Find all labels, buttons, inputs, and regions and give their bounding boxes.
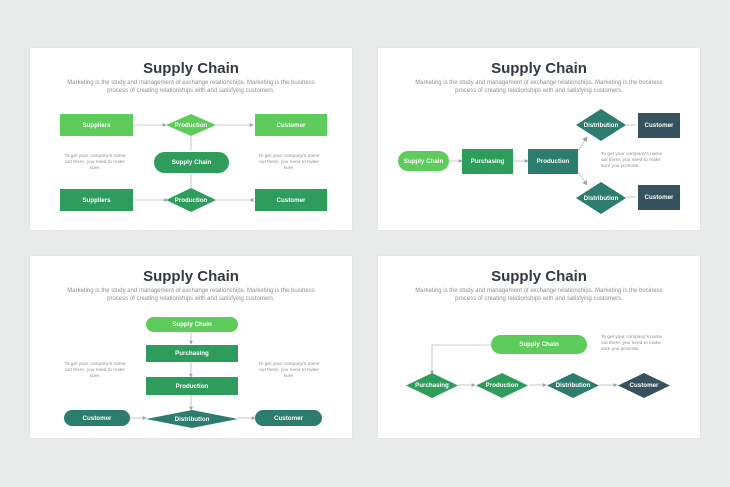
- slide-supply-chain-1: Supply Chain Marketing is the study and …: [30, 48, 352, 230]
- supply-chain-pill: Supply Chain: [146, 317, 238, 332]
- customer-box-top: Customer: [255, 114, 327, 136]
- note-right: To get your company's name out there, yo…: [258, 362, 320, 379]
- customer-diamond: Customer: [618, 373, 670, 398]
- slide-title: Supply Chain: [143, 268, 239, 285]
- slide-supply-chain-3: Supply Chain Marketing is the study and …: [30, 256, 352, 438]
- note-left: To get your company's name out there, yo…: [64, 154, 126, 171]
- slide-subtitle: Marketing is the study and management of…: [415, 288, 663, 302]
- customer-box-top: Customer: [638, 113, 680, 138]
- distribution-label: Distribution: [174, 415, 210, 423]
- suppliers-box-bottom: Suppliers: [60, 189, 133, 211]
- supply-chain-pill: Supply Chain: [154, 152, 229, 173]
- slide-title: Supply Chain: [143, 60, 239, 77]
- distribution-diamond: Distribution: [146, 410, 238, 428]
- production-box: Production: [528, 149, 578, 174]
- production-label: Production: [174, 196, 208, 204]
- note-right: To get your company's name out there, yo…: [258, 154, 320, 171]
- production-box: Production: [146, 377, 238, 395]
- production-label: Production: [174, 121, 208, 129]
- purchasing-diamond: Purchasing: [406, 373, 458, 398]
- note-left: To get your company's name out there, yo…: [64, 362, 126, 379]
- slide-subtitle: Marketing is the study and management of…: [415, 80, 663, 94]
- purchasing-label: Purchasing: [415, 382, 449, 389]
- purchasing-box: Purchasing: [462, 149, 513, 174]
- supply-chain-pill: Supply Chain: [398, 151, 449, 171]
- slide-subtitle: Marketing is the study and management of…: [67, 288, 315, 302]
- production-diamond-bottom: Production: [166, 188, 216, 212]
- customer-pill-left: Customer: [64, 410, 130, 426]
- customer-pill-right: Customer: [255, 410, 322, 426]
- slide-supply-chain-2: Supply Chain Marketing is the study and …: [378, 48, 700, 230]
- distribution-label: Distribution: [583, 121, 619, 129]
- distribution-label: Distribution: [583, 194, 619, 202]
- customer-label: Customer: [629, 382, 659, 389]
- distribution-diamond-bottom: Distribution: [576, 182, 626, 214]
- production-label: Production: [485, 382, 519, 389]
- note-text: To get your company's name out there, yo…: [601, 335, 663, 352]
- supply-chain-pill: Supply Chain: [491, 335, 587, 354]
- suppliers-box-top: Suppliers: [60, 114, 133, 136]
- slide-title: Supply Chain: [491, 268, 587, 285]
- purchasing-box: Purchasing: [146, 345, 238, 362]
- slide-subtitle: Marketing is the study and management of…: [67, 80, 315, 94]
- production-diamond: Production: [476, 373, 528, 398]
- customer-box-bottom: Customer: [255, 189, 327, 211]
- slide-title: Supply Chain: [491, 60, 587, 77]
- distribution-label: Distribution: [555, 382, 591, 389]
- distribution-diamond-top: Distribution: [576, 109, 626, 141]
- production-diamond-top: Production: [166, 114, 216, 136]
- note-text: To get your company's name out there, yo…: [601, 152, 663, 169]
- customer-box-bottom: Customer: [638, 185, 680, 210]
- distribution-diamond: Distribution: [547, 373, 599, 398]
- slide-supply-chain-4: Supply Chain Marketing is the study and …: [378, 256, 700, 438]
